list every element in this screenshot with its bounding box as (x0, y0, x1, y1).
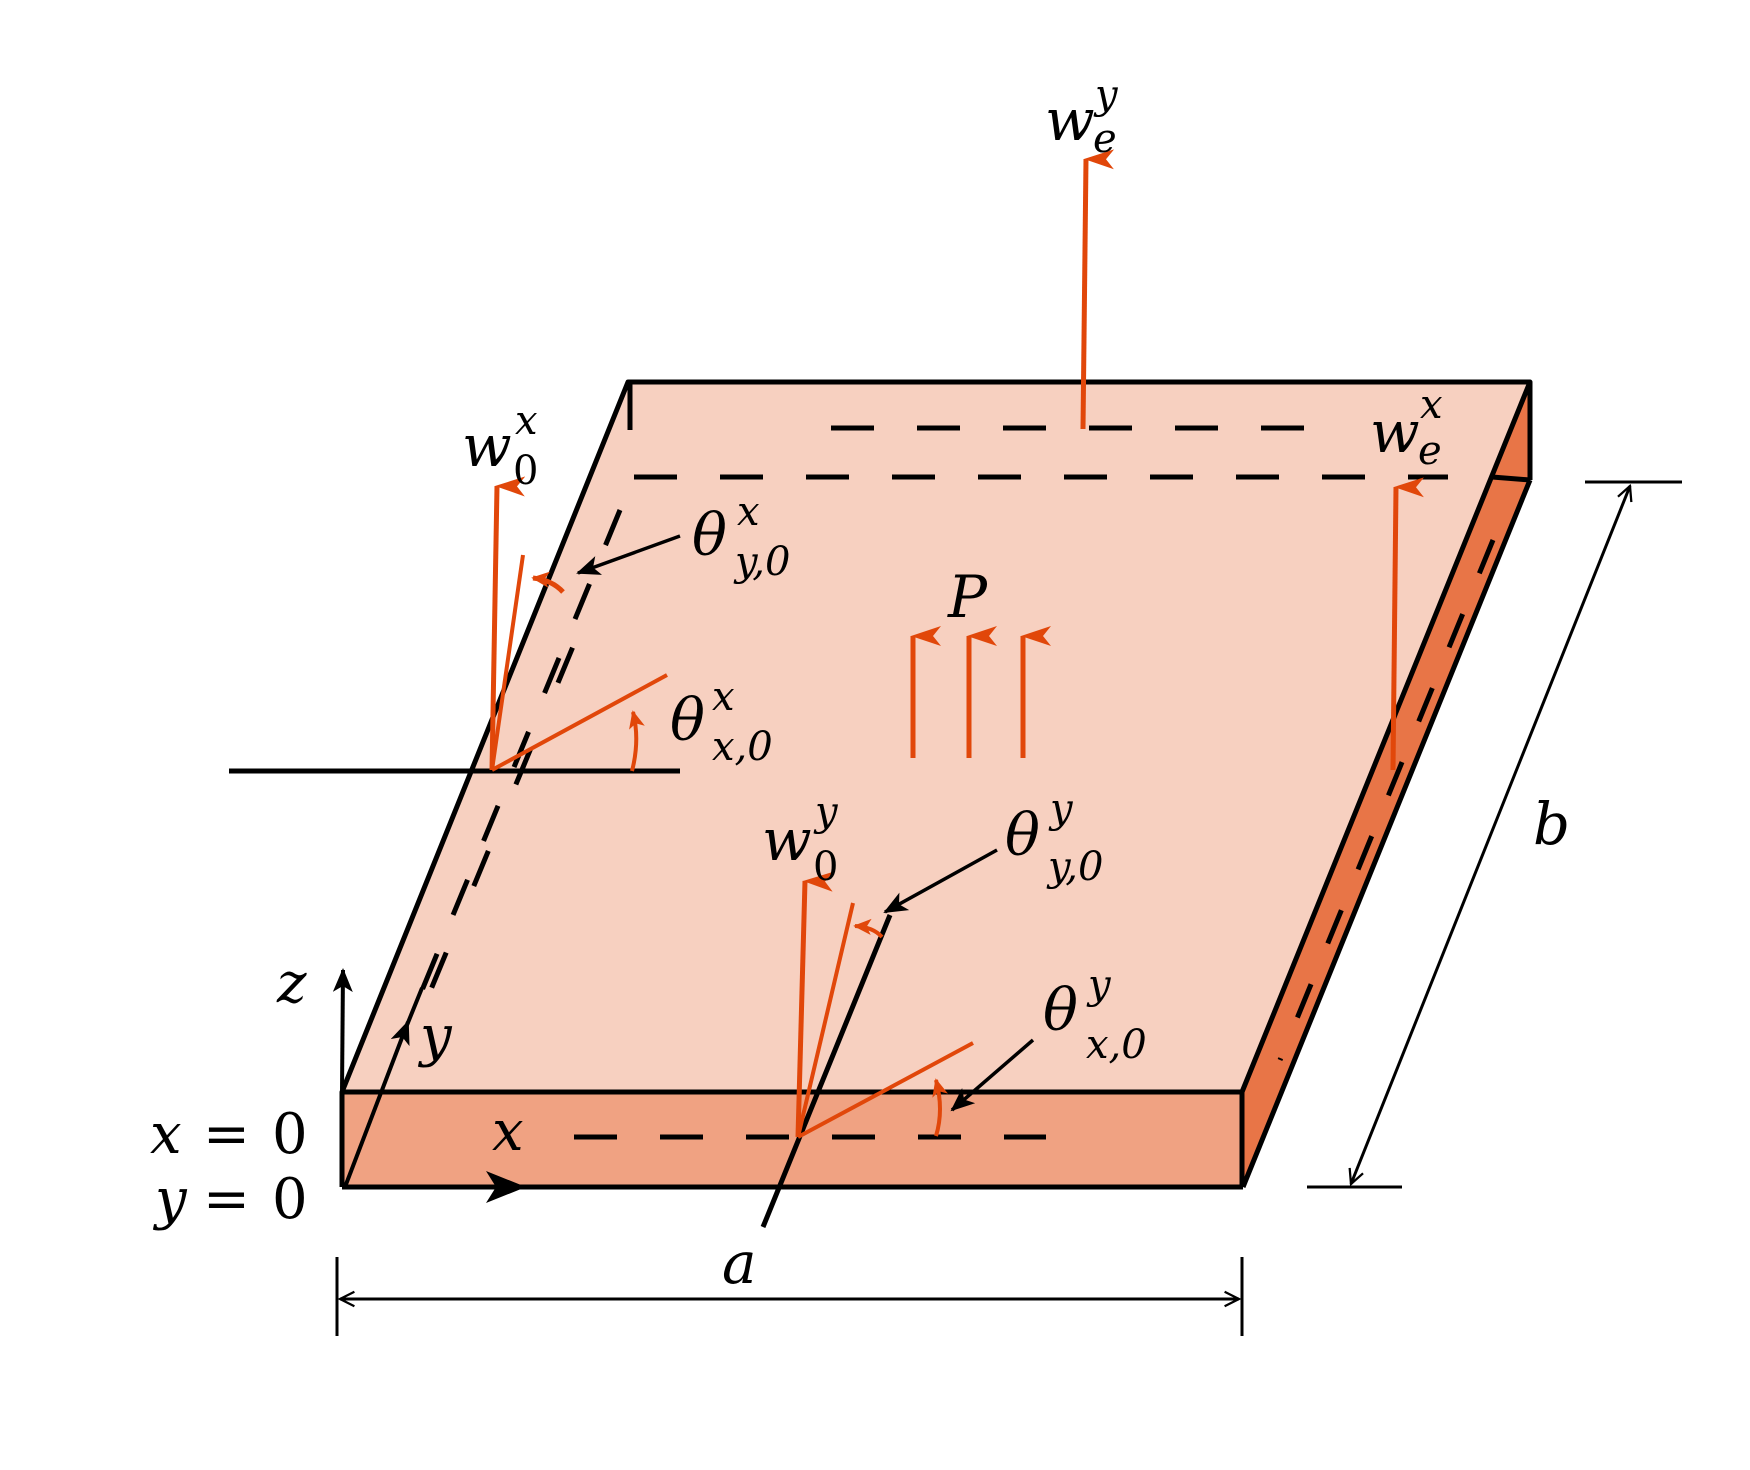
svg-text:y,0: y,0 (733, 539, 790, 585)
theta-y0-x-arc (531, 571, 565, 594)
svg-text:θ: θ (1043, 976, 1078, 1044)
svg-text:=: = (203, 1167, 250, 1232)
svg-text:x: x (515, 398, 538, 444)
svg-text:x: x (1420, 382, 1443, 428)
svg-text:θ: θ (670, 686, 705, 754)
tilted-tangent-y (797, 1041, 974, 1139)
svg-text:w: w (762, 806, 812, 874)
coordinate-axes (332, 968, 526, 1203)
left-edge-rotations (489, 476, 668, 772)
label-w-e-y: w y e (1045, 72, 1119, 162)
label-theta-y0-y: θ y y,0 (1005, 786, 1103, 890)
dimension-a (335, 1257, 1244, 1336)
svg-text:=: = (203, 1102, 250, 1167)
svg-text:x: x (712, 674, 735, 720)
svg-text:e: e (1418, 428, 1442, 474)
svg-text:x,0: x,0 (1086, 1022, 1147, 1068)
svg-text:y: y (152, 1167, 188, 1232)
theta-x0-x-arc (629, 710, 645, 772)
tilted-tangent-x (491, 673, 668, 772)
svg-text:y: y (1093, 72, 1119, 118)
svg-text:0: 0 (813, 844, 838, 890)
theta-x0-y-arc (932, 1078, 948, 1137)
label-dim-b: b (1533, 790, 1570, 858)
svg-text:0: 0 (272, 1102, 308, 1167)
svg-text:θ: θ (1005, 801, 1040, 869)
svg-text:y: y (1086, 962, 1112, 1008)
z-axis (332, 968, 353, 1093)
front-normal-line (760, 914, 893, 1228)
svg-text:e: e (1093, 116, 1117, 162)
plate-front-face (342, 1092, 1242, 1187)
svg-text:x: x (150, 1102, 182, 1167)
svg-text:x,0: x,0 (712, 724, 773, 770)
svg-text:y,0: y,0 (1046, 844, 1103, 890)
svg-text:y: y (1048, 786, 1074, 832)
svg-text:θ: θ (692, 501, 727, 569)
label-load-P: P (947, 563, 988, 631)
label-w-0-y: w y 0 (762, 789, 839, 890)
label-theta-x0-y: θ y x,0 (1043, 962, 1147, 1068)
theta-y0-y-pointer (883, 848, 998, 914)
tilted-normal-x (490, 554, 525, 771)
label-dim-a: a (722, 1229, 757, 1297)
w-e-x-arrow (1390, 477, 1425, 771)
svg-text:0: 0 (513, 448, 538, 494)
label-theta-x0-x: θ x x,0 (670, 674, 773, 770)
label-theta-y0-x: θ x y,0 (692, 489, 790, 585)
theta-y0-y-arc (853, 918, 884, 939)
label-w-0-x: w x 0 (462, 398, 538, 494)
w-0-x-arrow (489, 476, 526, 771)
theta-x0-y-pointer (950, 1038, 1035, 1112)
svg-text:y: y (813, 789, 839, 835)
plate-top-face (342, 382, 1530, 1092)
label-w-e-x: w x e (1370, 382, 1443, 474)
w-e-y-arrow (1080, 149, 1115, 430)
svg-text:w: w (1370, 398, 1420, 466)
svg-text:x: x (737, 489, 760, 535)
w-0-y-arrow (795, 871, 834, 1138)
label-origin: x = 0 y = 0 (150, 1102, 308, 1232)
theta-y0-x-pointer (576, 534, 681, 575)
front-edge-rotations (795, 871, 974, 1139)
tilted-normal-y (796, 902, 855, 1138)
dimension-b (1307, 480, 1682, 1189)
y-axis-extension (403, 987, 424, 1031)
svg-text:w: w (1045, 86, 1095, 154)
label-axis-z: z (276, 951, 307, 1016)
svg-text:w: w (462, 412, 512, 480)
label-axis-x: x (492, 1099, 524, 1164)
svg-text:0: 0 (272, 1167, 308, 1232)
label-axis-y: y (417, 1004, 453, 1069)
load-arrows (910, 626, 1051, 758)
y-axis (343, 1020, 410, 1188)
